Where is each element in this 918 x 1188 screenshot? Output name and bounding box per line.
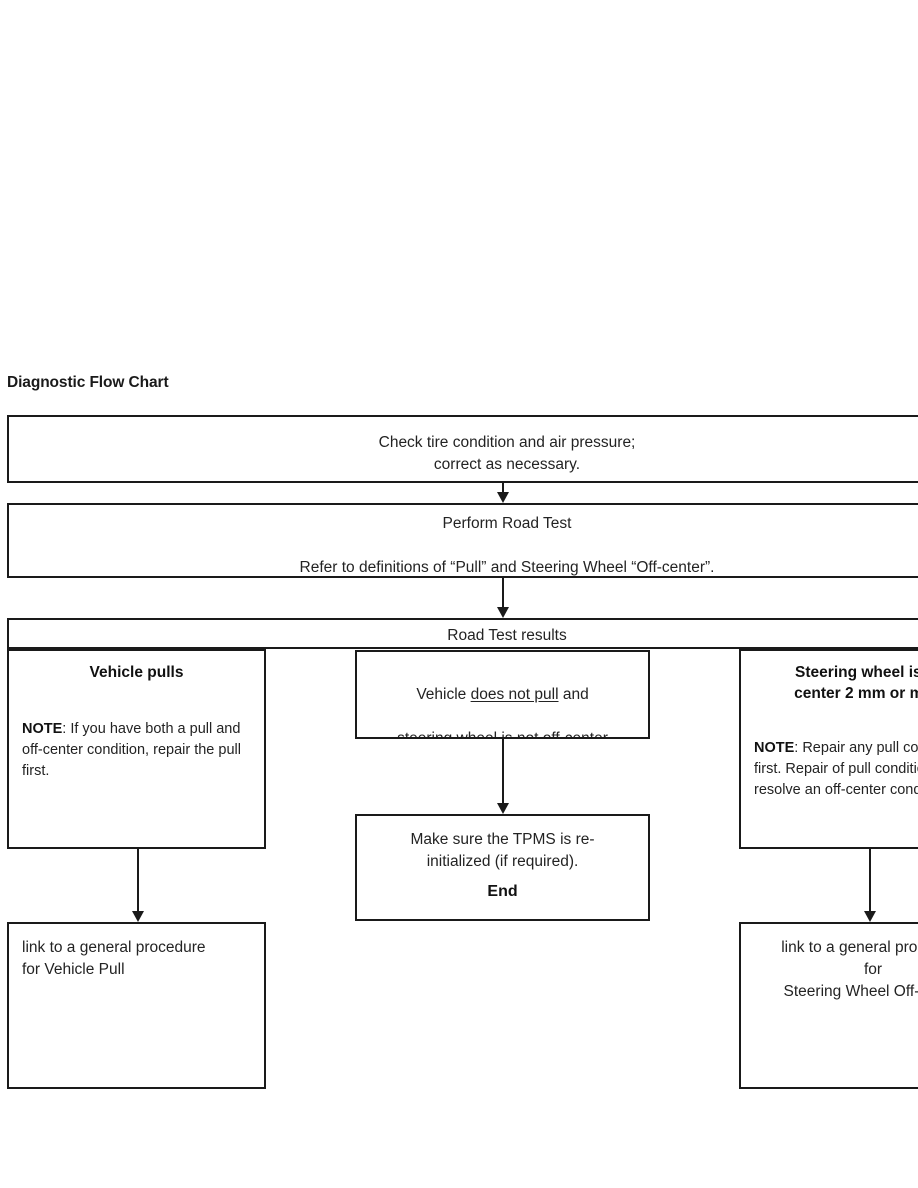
link-offcenter-line3[interactable]: Steering Wheel Off-center xyxy=(783,983,918,1000)
node-no-pull-line1: Vehicle does not pull and xyxy=(367,662,638,706)
note-body: : Repair any pull conditions first. Repa… xyxy=(754,739,918,798)
connector-stem xyxy=(869,849,871,913)
link-offcenter-line2[interactable]: for xyxy=(863,961,883,978)
node-road-test-line2: Refer to definitions of “Pull” and Steer… xyxy=(9,535,918,577)
no-pull-line2-emphasis: not off-center xyxy=(516,730,608,739)
node-road-test-results-label: Road Test results xyxy=(447,627,567,644)
link-pull-line2[interactable]: for Vehicle Pull xyxy=(22,961,125,978)
node-road-test-line1: Perform Road Test xyxy=(442,514,572,532)
connector-stem xyxy=(502,483,504,495)
no-pull-line1-prefix: Vehicle xyxy=(416,686,471,703)
node-link-off-center-procedure[interactable]: link to a general procedure for Steering… xyxy=(739,922,918,1089)
note-body: : If you have both a pull and off-center… xyxy=(22,720,241,779)
arrow-head-down-icon xyxy=(497,492,509,503)
node-vehicle-does-not-pull: Vehicle does not pull and steering wheel… xyxy=(355,650,650,739)
link-offcenter-line1[interactable]: link to a general procedure xyxy=(781,939,918,956)
arrow-head-down-icon xyxy=(497,607,509,618)
node-road-test-line2-main: Refer to definitions of “Pull” and Steer… xyxy=(299,558,711,576)
connector-stem xyxy=(502,578,504,610)
no-pull-line2-prefix: steering wheel is xyxy=(397,730,517,739)
node-no-pull-line2: steering wheel is not off-center xyxy=(367,706,638,739)
note-label: NOTE xyxy=(22,720,63,737)
node-tpms-line2: initialized (if required). xyxy=(426,853,579,870)
node-check-tire-line1: Check tire condition and air pressure; xyxy=(378,433,636,451)
node-check-tire-line2: correct as necessary. xyxy=(433,455,581,473)
node-check-tire-condition: Check tire condition and air pressure; c… xyxy=(7,415,918,483)
link-pull-line1[interactable]: link to a general procedure xyxy=(22,939,206,956)
arrow-head-down-icon xyxy=(497,803,509,814)
node-road-test-line2-period: . xyxy=(710,558,715,576)
node-vehicle-pulls: Vehicle pulls NOTE: If you have both a p… xyxy=(7,649,266,849)
page-title: Diagnostic Flow Chart xyxy=(7,374,169,391)
node-tpms-reinitialize: Make sure the TPMS is re- initialized (i… xyxy=(355,814,650,921)
arrow-head-down-icon xyxy=(132,911,144,922)
no-pull-line1-suffix: and xyxy=(558,686,589,703)
node-off-center-heading: Steering wheel is off- center 2 mm or mo… xyxy=(794,664,918,702)
node-tpms-line1: Make sure the TPMS is re- xyxy=(410,831,595,848)
connector-stem xyxy=(137,849,139,913)
note-label: NOTE xyxy=(754,739,795,756)
node-link-vehicle-pull-procedure[interactable]: link to a general procedure for Vehicle … xyxy=(7,922,266,1089)
connector-stem xyxy=(502,739,504,805)
node-vehicle-pulls-heading: Vehicle pulls xyxy=(89,664,184,681)
node-off-center-note: NOTE: Repair any pull conditions first. … xyxy=(754,717,918,801)
node-steering-wheel-off-center: Steering wheel is off- center 2 mm or mo… xyxy=(739,649,918,849)
arrow-head-down-icon xyxy=(864,911,876,922)
node-end-label: End xyxy=(487,883,518,900)
no-pull-line1-emphasis: does not pull xyxy=(470,686,559,703)
node-vehicle-pulls-note: NOTE: If you have both a pull and off-ce… xyxy=(22,698,251,782)
node-perform-road-test: Perform Road Test Refer to definitions o… xyxy=(7,503,918,578)
node-road-test-results: Road Test results xyxy=(7,618,918,649)
